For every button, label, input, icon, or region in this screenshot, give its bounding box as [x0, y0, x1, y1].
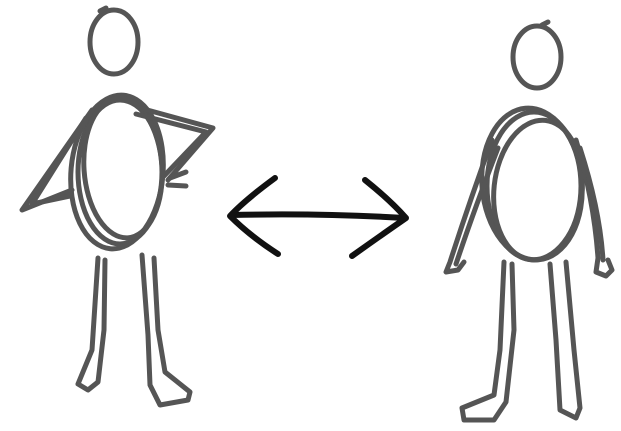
- right-figure-torso: [476, 104, 590, 264]
- double-headed-arrow-icon: [230, 178, 406, 256]
- right-figure-leg-left: [462, 262, 514, 420]
- right-stick-figure: [446, 22, 612, 420]
- right-figure-head: [513, 22, 561, 88]
- left-figure-head: [90, 8, 138, 74]
- left-figure-leg-right: [142, 255, 190, 405]
- arrow-shaft: [232, 214, 405, 218]
- left-stick-figure: [22, 8, 213, 405]
- left-figure-torso: [64, 91, 169, 252]
- left-figure-leg-left: [78, 258, 105, 390]
- right-figure-leg-right: [550, 262, 580, 418]
